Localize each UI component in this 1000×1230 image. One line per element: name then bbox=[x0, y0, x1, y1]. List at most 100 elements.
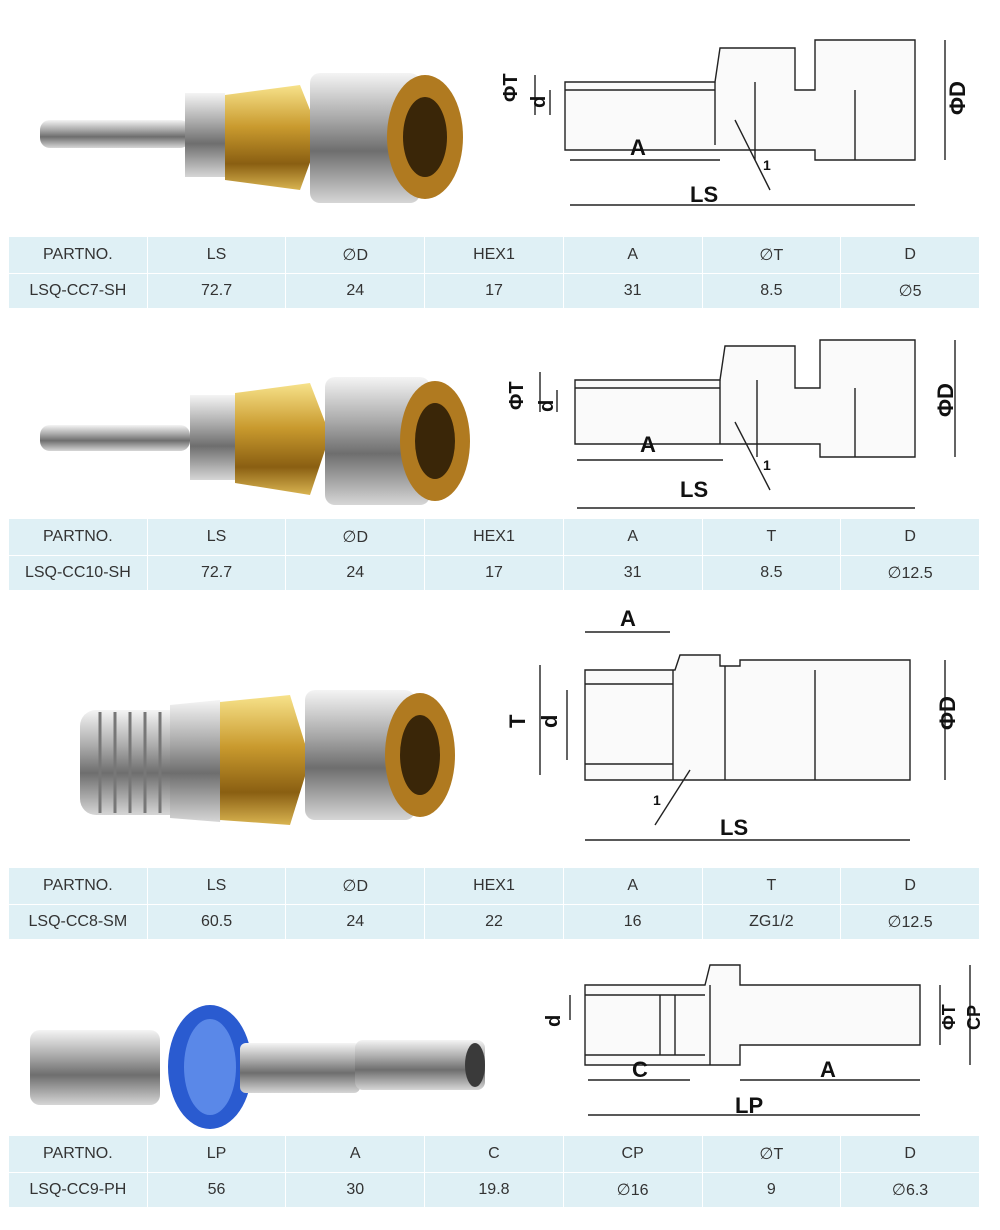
data-cell: 72.7 bbox=[147, 556, 286, 590]
dim-label-phiD: ΦD bbox=[933, 383, 958, 417]
dim-label-d: d bbox=[528, 96, 550, 108]
data-cell: 17 bbox=[425, 556, 563, 590]
data-cell: ∅16 bbox=[563, 1173, 702, 1207]
data-cell: 31 bbox=[563, 274, 702, 308]
header-cell: ∅T bbox=[702, 1136, 841, 1172]
dim-label-phiT: ΦT bbox=[939, 1004, 959, 1030]
data-cell: LSQ-CC7-SH bbox=[9, 274, 147, 308]
data-cell: ∅12.5 bbox=[841, 905, 979, 939]
table-header-row: PARTNO. LS ∅D HEX1 A T D bbox=[9, 519, 979, 555]
data-cell: LSQ-CC10-SH bbox=[9, 556, 147, 590]
data-cell: 17 bbox=[425, 274, 563, 308]
data-cell: 22 bbox=[425, 905, 563, 939]
data-cell: ∅12.5 bbox=[841, 556, 979, 590]
spec-table-cc8-sm: PARTNO. LS ∅D HEX1 A T D LSQ-CC8-SM 60.5… bbox=[8, 867, 980, 940]
dim-label-phiT: ΦT bbox=[500, 73, 522, 102]
data-cell: ∅6.3 bbox=[841, 1173, 979, 1207]
dim-label-d: d bbox=[543, 1015, 565, 1027]
data-cell: 30 bbox=[286, 1173, 425, 1207]
data-cell: 8.5 bbox=[702, 556, 841, 590]
dimension-drawing-cc10-sh: ΦT d A LS ΦD 1 bbox=[495, 332, 980, 522]
dim-label-T: T bbox=[505, 714, 530, 728]
dim-label-LP: LP bbox=[735, 1093, 763, 1118]
data-cell: LSQ-CC9-PH bbox=[9, 1173, 147, 1207]
header-cell: A bbox=[563, 868, 702, 904]
spec-table-cc7-sh: PARTNO. LS ∅D HEX1 A ∅T D LSQ-CC7-SH 72.… bbox=[8, 236, 980, 309]
header-cell: A bbox=[563, 237, 702, 273]
dim-label-d: d bbox=[537, 715, 562, 728]
header-cell: PARTNO. bbox=[9, 519, 147, 555]
header-cell: HEX1 bbox=[425, 868, 563, 904]
dim-label-A: A bbox=[820, 1057, 836, 1082]
header-cell: T bbox=[702, 868, 841, 904]
data-cell: LSQ-CC8-SM bbox=[9, 905, 147, 939]
header-cell: D bbox=[841, 868, 979, 904]
data-cell: 31 bbox=[563, 556, 702, 590]
data-cell: 8.5 bbox=[702, 274, 841, 308]
header-cell: LS bbox=[147, 519, 286, 555]
dim-label-A: A bbox=[620, 606, 636, 631]
header-cell: LS bbox=[147, 868, 286, 904]
dim-label-phiD: ΦD bbox=[945, 81, 970, 115]
product-photo-cc10-sh bbox=[30, 355, 470, 515]
data-cell: 16 bbox=[563, 905, 702, 939]
dimension-drawing-cc9-ph: d C A LP ΦT CP bbox=[510, 955, 985, 1125]
table-header-row: PARTNO. LS ∅D HEX1 A T D bbox=[9, 868, 979, 904]
header-cell: ∅D bbox=[286, 519, 425, 555]
header-cell: PARTNO. bbox=[9, 868, 147, 904]
header-cell: LP bbox=[147, 1136, 286, 1172]
data-cell: 19.8 bbox=[425, 1173, 563, 1207]
header-cell: ∅T bbox=[702, 237, 841, 273]
spec-table-cc9-ph: PARTNO. LP A C CP ∅T D LSQ-CC9-PH 56 30 … bbox=[8, 1135, 980, 1208]
header-cell: PARTNO. bbox=[9, 1136, 147, 1172]
header-cell: HEX1 bbox=[425, 519, 563, 555]
data-cell: 72.7 bbox=[147, 274, 286, 308]
header-cell: D bbox=[841, 519, 979, 555]
data-cell: 60.5 bbox=[147, 905, 286, 939]
dim-label-C: C bbox=[632, 1057, 648, 1082]
header-cell: PARTNO. bbox=[9, 237, 147, 273]
dim-label-CP: CP bbox=[964, 1005, 984, 1030]
product-photo-cc9-ph bbox=[20, 995, 490, 1135]
data-cell: 9 bbox=[702, 1173, 841, 1207]
table-row: LSQ-CC9-PH 56 30 19.8 ∅16 9 ∅6.3 bbox=[9, 1173, 979, 1207]
spec-table-cc10-sh: PARTNO. LS ∅D HEX1 A T D LSQ-CC10-SH 72.… bbox=[8, 518, 980, 591]
dimension-drawing-cc8-sm: T d A LS ΦD 1 bbox=[495, 600, 980, 850]
header-cell: C bbox=[425, 1136, 563, 1172]
table-row: LSQ-CC10-SH 72.7 24 17 31 8.5 ∅12.5 bbox=[9, 556, 979, 590]
table-row: LSQ-CC8-SM 60.5 24 22 16 ZG1/2 ∅12.5 bbox=[9, 905, 979, 939]
dim-label-one: 1 bbox=[653, 792, 661, 808]
product-photo-cc7-sh bbox=[30, 55, 470, 215]
data-cell: 24 bbox=[286, 556, 425, 590]
dimension-drawing-cc7-sh: ΦT d A LS ΦD 1 bbox=[495, 30, 980, 220]
header-cell: T bbox=[702, 519, 841, 555]
data-cell: 24 bbox=[286, 274, 425, 308]
header-cell: ∅D bbox=[286, 237, 425, 273]
dim-label-phiD: ΦD bbox=[935, 696, 960, 730]
data-cell: ∅5 bbox=[841, 274, 979, 308]
dim-label-one: 1 bbox=[763, 157, 771, 173]
header-cell: D bbox=[841, 1136, 979, 1172]
header-cell: HEX1 bbox=[425, 237, 563, 273]
data-cell: 56 bbox=[147, 1173, 286, 1207]
header-cell: CP bbox=[563, 1136, 702, 1172]
header-cell: LS bbox=[147, 237, 286, 273]
header-cell: A bbox=[286, 1136, 425, 1172]
header-cell: A bbox=[563, 519, 702, 555]
header-cell: ∅D bbox=[286, 868, 425, 904]
dim-label-LS: LS bbox=[720, 815, 748, 840]
dim-label-LS: LS bbox=[690, 182, 718, 207]
data-cell: ZG1/2 bbox=[702, 905, 841, 939]
table-header-row: PARTNO. LP A C CP ∅T D bbox=[9, 1136, 979, 1172]
dim-label-d: d bbox=[536, 400, 558, 412]
table-row: LSQ-CC7-SH 72.7 24 17 31 8.5 ∅5 bbox=[9, 274, 979, 308]
dim-label-A: A bbox=[630, 135, 646, 160]
data-cell: 24 bbox=[286, 905, 425, 939]
header-cell: D bbox=[841, 237, 979, 273]
product-photo-cc8-sm bbox=[70, 680, 490, 840]
dim-label-A: A bbox=[640, 432, 656, 457]
dim-label-LS: LS bbox=[680, 477, 708, 502]
dim-label-phiT: ΦT bbox=[506, 381, 528, 410]
dim-label-one: 1 bbox=[763, 457, 771, 473]
table-header-row: PARTNO. LS ∅D HEX1 A ∅T D bbox=[9, 237, 979, 273]
